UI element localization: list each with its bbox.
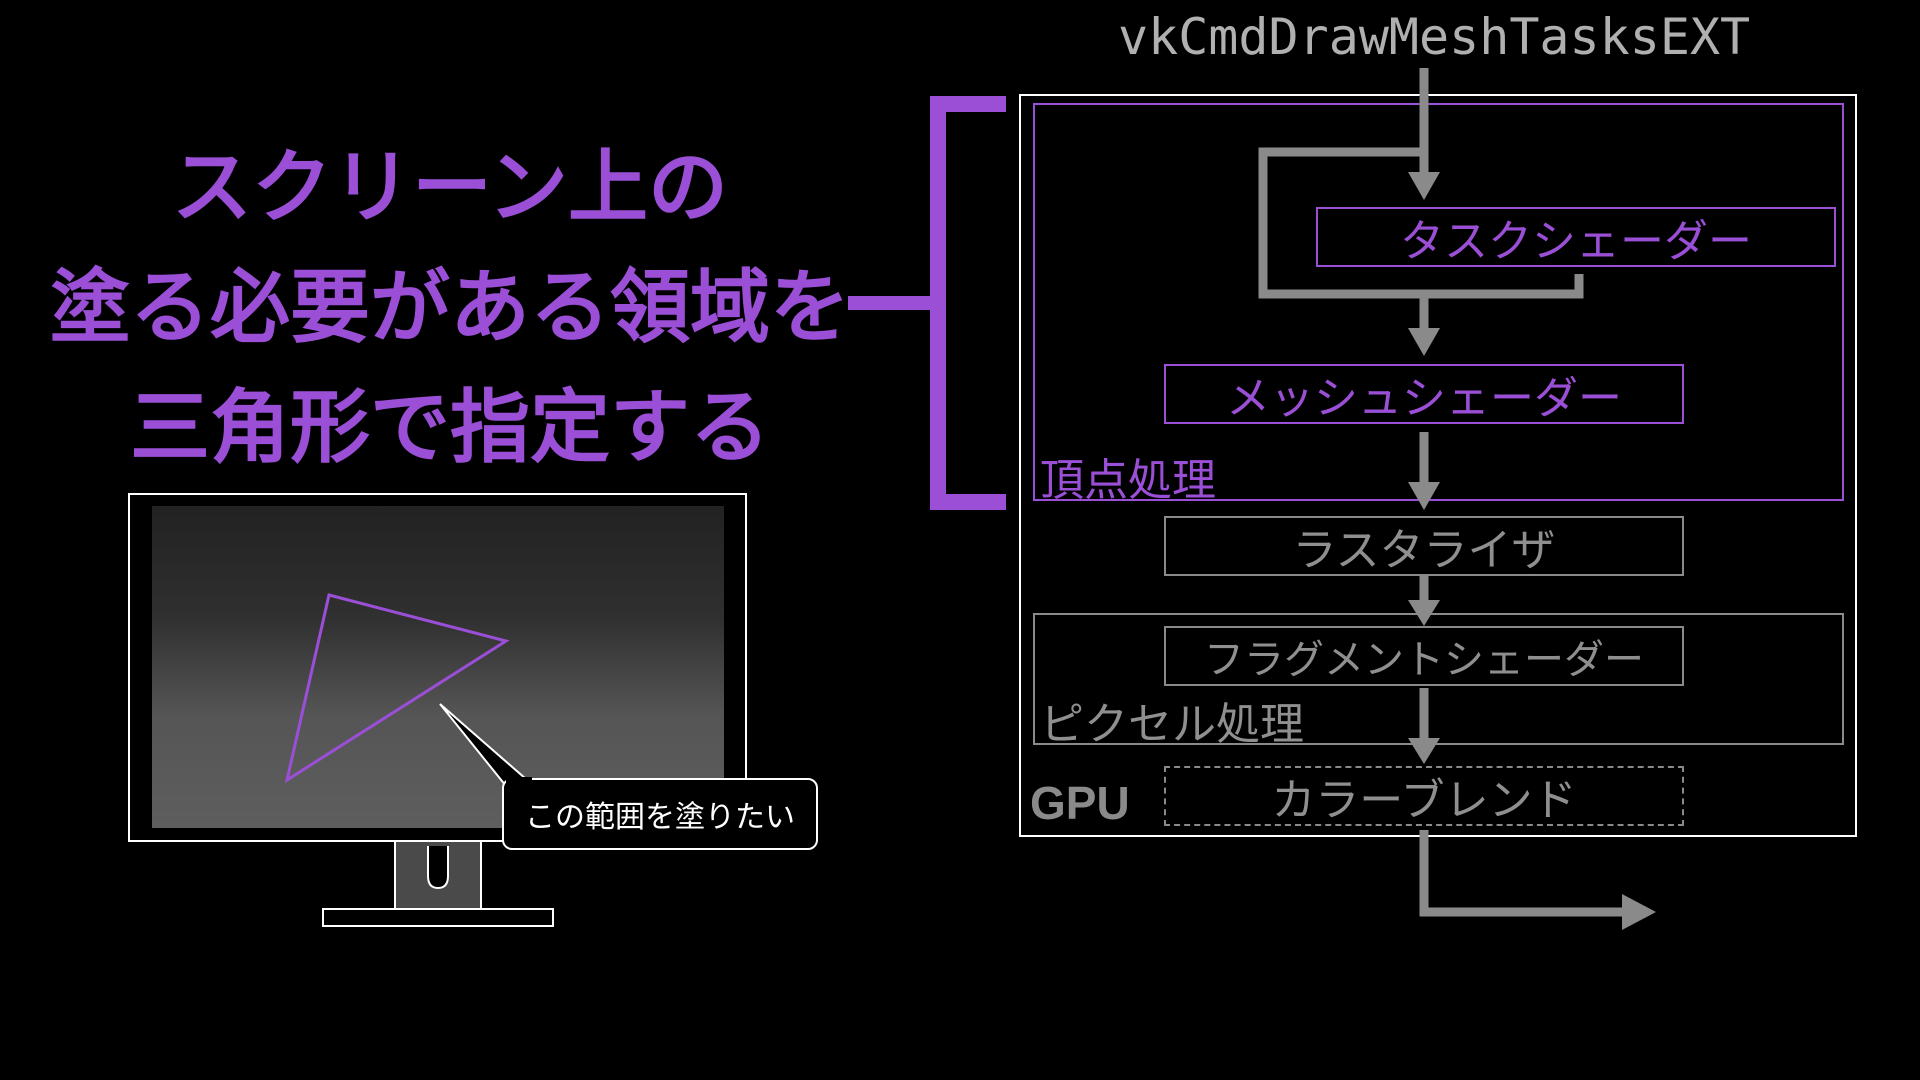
fragment-shader-stage: フラグメントシェーダー xyxy=(1164,626,1684,686)
bracket-vertical xyxy=(930,96,946,510)
headline-line-2: 塗る必要がある領域を xyxy=(50,261,850,354)
arrowhead-fragment xyxy=(1408,600,1440,626)
task-shader-stage: タスクシェーダー xyxy=(1316,207,1836,267)
fragment-shader-label: フラグメントシェーダー xyxy=(1204,637,1644,683)
pixel-processing-label: ピクセル処理 xyxy=(1040,699,1304,750)
gpu-label: GPU xyxy=(1030,777,1130,829)
arrow-output xyxy=(1419,830,1630,917)
gpu-frame xyxy=(1019,94,1857,837)
color-blend-label: カラーブレンド xyxy=(1271,775,1577,826)
screen-triangle xyxy=(284,593,510,784)
rasterizer-stage: ラスタライザ xyxy=(1164,516,1684,576)
monitor-screen xyxy=(152,506,724,828)
pixel-processing-frame xyxy=(1033,613,1844,745)
mesh-shader-stage: メッシュシェーダー xyxy=(1164,364,1684,424)
monitor-stand-base xyxy=(322,908,554,927)
callout-bubble: この範囲を塗りたい xyxy=(502,778,818,850)
task-shader-label: タスクシェーダー xyxy=(1400,216,1752,267)
bracket-top-arm xyxy=(930,96,1006,112)
arrowhead-rasterizer xyxy=(1408,482,1440,510)
arrowhead-mesh xyxy=(1408,328,1440,356)
arrowhead-task xyxy=(1408,172,1440,200)
color-blend-stage: カラーブレンド xyxy=(1164,766,1684,826)
mesh-shader-label: メッシュシェーダー xyxy=(1226,373,1622,424)
monitor-stand-slot xyxy=(427,846,449,890)
arrowhead-output xyxy=(1622,894,1656,930)
command-label: vkCmdDrawMeshTasksEXT xyxy=(1118,8,1751,66)
bracket-bottom-arm xyxy=(930,494,1006,510)
rasterizer-label: ラスタライザ xyxy=(1292,525,1556,576)
bracket-connector xyxy=(848,296,938,310)
task-loop-line xyxy=(1258,147,1584,299)
vertex-processing-frame xyxy=(1033,103,1844,501)
headline-line-3: 三角形で指定する xyxy=(130,381,770,474)
headline-line-1: スクリーン上の xyxy=(172,141,728,234)
vertex-processing-label: 頂点処理 xyxy=(1040,455,1216,506)
arrowhead-blend xyxy=(1408,738,1440,764)
